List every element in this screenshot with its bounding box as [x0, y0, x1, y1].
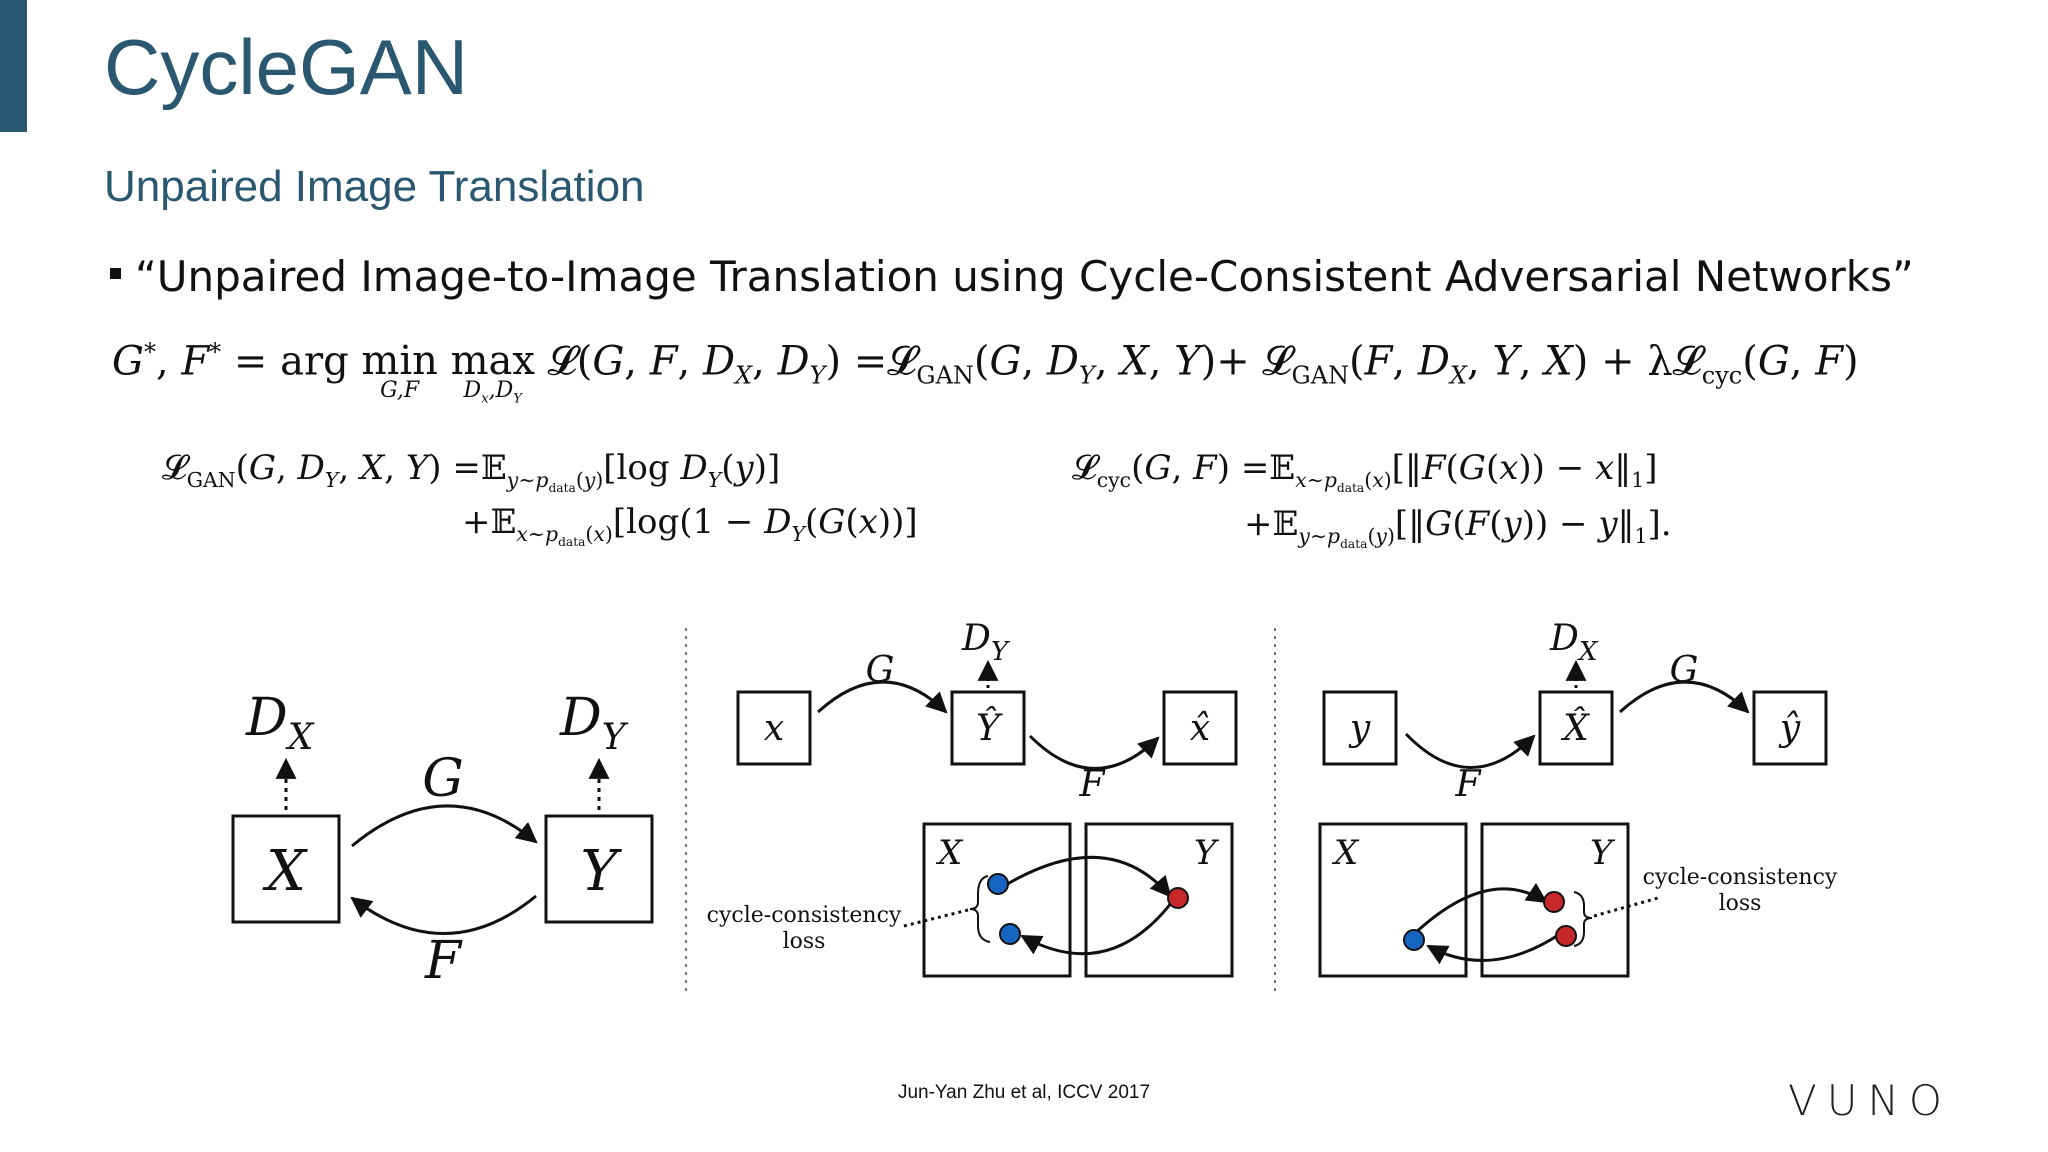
node-y-input-label: y: [1348, 708, 1371, 749]
node-y-box: [544, 814, 654, 924]
title-accent-bar: [0, 0, 27, 132]
paper-title-text: “Unpaired Image-to-Image Translation usi…: [135, 252, 1914, 301]
map-g-label-c: G: [1670, 650, 1699, 691]
domain-x-box-b: [922, 822, 1072, 978]
node-x-box: [231, 814, 341, 924]
domain-x-box-c: [1318, 822, 1468, 978]
node-x-input-label: x: [764, 708, 784, 749]
map-f-arrow: [350, 894, 537, 935]
loss-pointer-b: [903, 908, 969, 928]
point-x-blue-c: [1403, 929, 1425, 951]
loss-label-line1-c: cycle-consistency: [1643, 865, 1838, 890]
node-yhat-label-c: ŷ: [1778, 708, 1801, 749]
map-f-label: F: [424, 931, 463, 991]
disc-y-label-b: DY: [961, 618, 1011, 667]
citation: Jun-Yan Zhu et al, ICCV 2017: [897, 1082, 1151, 1103]
domain-y-label-b: Y: [1194, 833, 1220, 873]
node-xhat-box: [1162, 690, 1238, 766]
point-y-reconstructed-red-c: [1555, 925, 1577, 947]
map-g-arrow-b: [816, 680, 948, 714]
disc-x-label: DX: [245, 688, 315, 758]
disc-y-label: DY: [559, 688, 629, 758]
point-x-blue-b: [987, 873, 1009, 895]
diagram-c: y X̂ ŷ DX F G X Y cycle-consistency loss: [1318, 618, 1838, 978]
node-xhat-label-c: X̂: [1560, 706, 1590, 749]
map-f-arrow-b: [1028, 734, 1160, 770]
diagram-b: x Ŷ x̂ DY G F X Y cycle-consistency loss: [707, 618, 1238, 978]
node-xhat-label: x̂: [1190, 708, 1210, 749]
map-g-arrow: [351, 804, 538, 848]
cycle-arrow-back-b: [1020, 901, 1174, 956]
map-f-arrow-c: [1404, 732, 1536, 769]
domain-x-label-c: X: [1331, 833, 1360, 873]
cycle-arrow-forward-c: [1410, 882, 1548, 938]
point-y-red-b: [1167, 887, 1189, 909]
node-yhat-box-c: [1752, 690, 1828, 766]
slide-subtitle: Unpaired Image Translation: [104, 162, 645, 211]
domain-y-box-c: [1480, 822, 1630, 978]
equation-gan-line1: 𝓛GAN(G, DY, X, Y) =𝔼y∼pdata(y)[log DY(y)…: [162, 448, 781, 495]
loss-label-line2-b: loss: [783, 929, 826, 954]
slide-title: CycleGAN: [104, 23, 469, 111]
equation-cyc-line1: 𝓛cyc(G, F) =𝔼x∼pdata(x)[‖F(G(x)) − x‖1]: [1072, 448, 1658, 495]
domain-y-label-c: Y: [1590, 833, 1616, 873]
node-x-label: X: [262, 839, 308, 904]
map-g-arrow-c: [1618, 680, 1750, 714]
equation-cyc-line2: +𝔼y∼pdata(y)[‖G(F(y)) − y‖1].: [1244, 504, 1672, 551]
equation-gan-line2: +𝔼x∼pdata(x)[log(1 − DY(G(x))]: [462, 502, 918, 549]
node-x-input-box: [736, 690, 812, 766]
domain-y-box-b: [1084, 822, 1234, 978]
cyclegan-diagrams: X Y DX DY G F x Ŷ x̂ DY G: [231, 618, 1838, 992]
domain-x-label-b: X: [935, 833, 964, 873]
loss-brace-c: [1573, 891, 1593, 947]
cycle-arrow-back-c: [1426, 932, 1561, 965]
disc-x-label-c: DX: [1549, 618, 1599, 667]
square-bullet-icon: [110, 268, 121, 279]
vuno-logo: VUNO: [1788, 1076, 1952, 1125]
map-f-label-b: F: [1079, 764, 1107, 805]
node-y-input-box: [1322, 690, 1398, 766]
loss-brace-b: [969, 875, 991, 943]
node-y-label: Y: [581, 839, 623, 904]
cycle-arrow-forward-b: [1003, 855, 1172, 898]
node-yhat-box: [950, 690, 1026, 766]
map-g-label-b: G: [866, 650, 895, 691]
map-g-label: G: [422, 749, 464, 809]
node-yhat-label: Ŷ: [976, 707, 1003, 749]
point-x-reconstructed-blue-b: [999, 923, 1021, 945]
point-y-red-c: [1543, 891, 1565, 913]
map-f-label-c: F: [1455, 764, 1483, 805]
loss-pointer-c: [1593, 896, 1659, 918]
node-xhat-box-c: [1538, 690, 1614, 766]
loss-label-line2-c: loss: [1719, 891, 1762, 916]
diagram-a: X Y DX DY G F: [231, 688, 654, 991]
loss-label-line1-b: cycle-consistency: [707, 903, 902, 928]
paper-title-bullet: “Unpaired Image-to-Image Translation usi…: [110, 252, 1914, 301]
